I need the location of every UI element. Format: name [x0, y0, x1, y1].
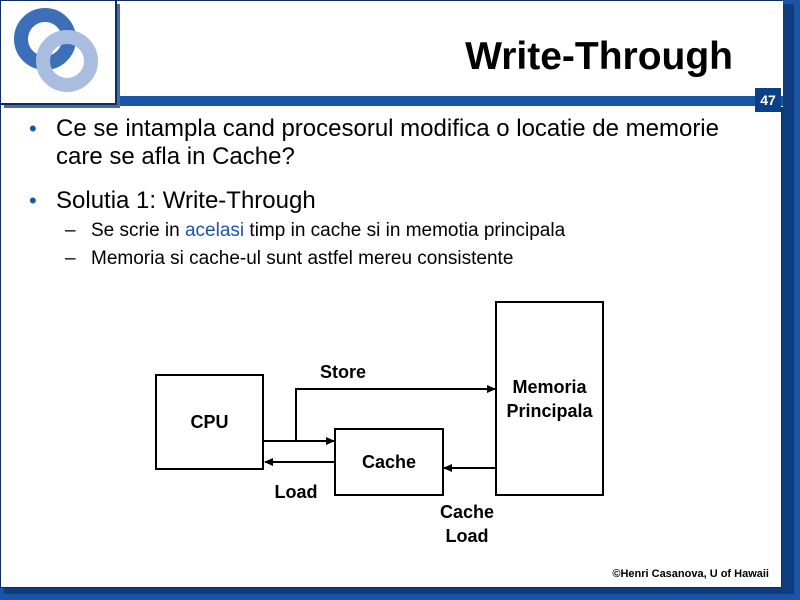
slide-title: Write-Through: [465, 35, 733, 78]
cache-box: Cache: [334, 428, 444, 496]
memory-label: Memoria Principala: [506, 376, 593, 421]
header-band: [1, 1, 783, 107]
dash-icon: –: [65, 248, 76, 269]
sub-bullet-text-before: Se scrie in: [91, 220, 185, 241]
cpu-label: CPU: [190, 412, 229, 432]
bullet-dot-icon: •: [29, 116, 37, 141]
highlight-text: acelasi: [184, 220, 245, 241]
dash-icon: –: [65, 220, 76, 241]
logo: [1, 1, 117, 105]
sub-bullet-text-after: timp in cache si in memotia principala: [244, 220, 566, 241]
cpu-box: CPU: [155, 374, 264, 470]
bullet-text: Solutia 1: Write-Through: [56, 187, 316, 214]
diagram-arrows: [263, 385, 496, 472]
logo-icon: [14, 8, 98, 92]
sub-bullet-item: – Se scrie in acelasi timp in cache si i…: [29, 217, 749, 245]
bullet-dot-icon: •: [29, 188, 37, 213]
bullet-list: • Ce se intampla cand procesorul modific…: [29, 115, 749, 273]
bullet-text: Ce se intampla cand procesorul modifica …: [56, 115, 719, 170]
cache-label: Cache: [361, 452, 417, 472]
bullet-item: • Ce se intampla cand procesorul modific…: [29, 115, 749, 171]
sub-bullet-item: – Memoria si cache-ul sunt astfel mereu …: [29, 245, 749, 273]
load-label: Load: [274, 482, 318, 502]
page-number: 47: [755, 88, 781, 112]
cache-load-label: Cache Load: [439, 502, 495, 546]
title-underline: [115, 96, 783, 106]
sub-bullet-text: Memoria si cache-ul sunt astfel mereu co…: [91, 248, 514, 269]
bullet-item: • Solutia 1: Write-Through: [29, 187, 749, 215]
slide: Write-Through 47 • Ce se intampla cand p…: [0, 0, 783, 588]
footer-credit: ©Henri Casanova, U of Hawaii: [612, 568, 769, 580]
store-label: Store: [319, 362, 366, 382]
memory-box: Memoria Principala: [495, 301, 604, 496]
